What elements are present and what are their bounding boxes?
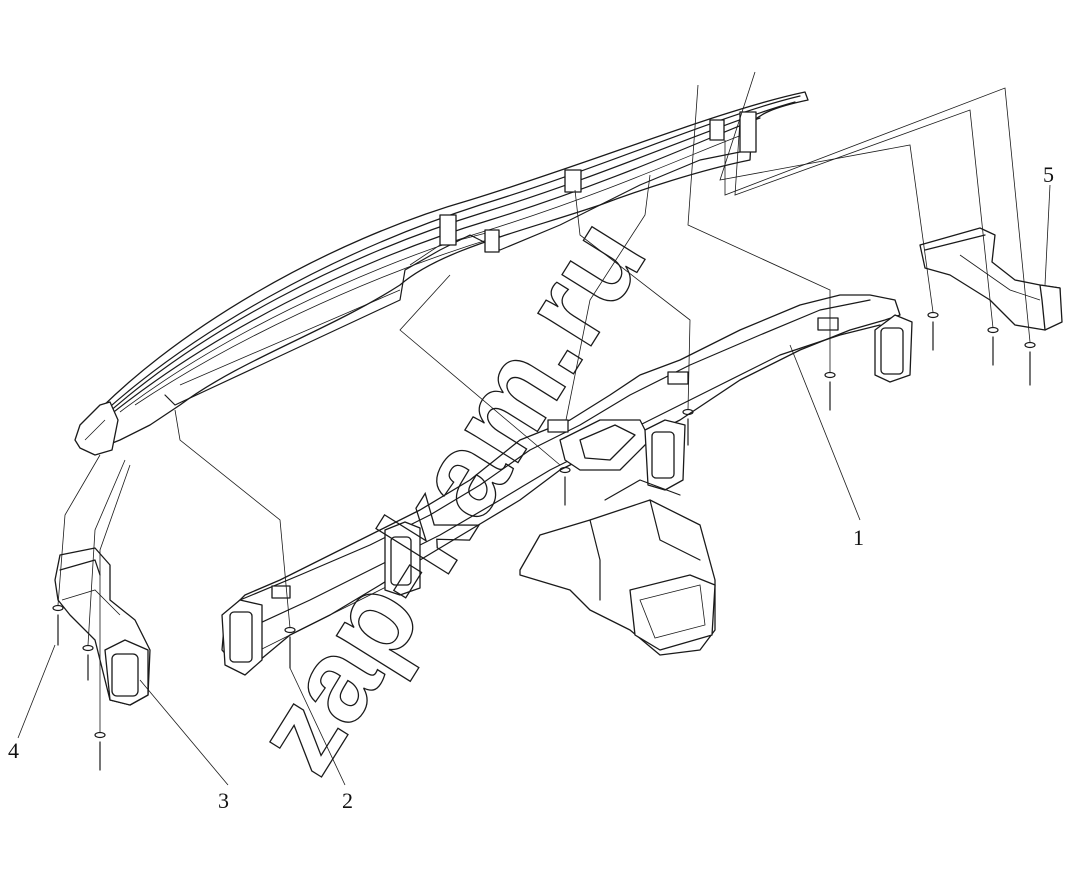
callout-label-2: 2 bbox=[342, 788, 353, 813]
callout-label-3: 3 bbox=[218, 788, 229, 813]
fasteners bbox=[52, 311, 1036, 771]
center-floor-duct bbox=[519, 479, 716, 656]
callout-label-1: 1 bbox=[853, 525, 864, 550]
upper-panel bbox=[74, 91, 809, 456]
left-side-duct bbox=[54, 547, 151, 706]
screw-left-2 bbox=[82, 644, 94, 681]
callout-leaders bbox=[17, 184, 1051, 786]
screw-right-3 bbox=[1024, 341, 1036, 386]
screw-right-2 bbox=[987, 326, 999, 366]
callout-label-5: 5 bbox=[1043, 162, 1054, 187]
main-air-duct bbox=[221, 294, 913, 676]
screw-mid-4 bbox=[824, 371, 836, 411]
screw-left-3 bbox=[94, 731, 106, 771]
callout-label-4: 4 bbox=[8, 738, 19, 763]
assembly-lines bbox=[57, 71, 1031, 732]
screw-left-1 bbox=[52, 604, 64, 646]
screw-mid-2 bbox=[559, 466, 571, 506]
screw-right-1 bbox=[927, 311, 939, 351]
right-side-duct bbox=[919, 227, 1063, 331]
